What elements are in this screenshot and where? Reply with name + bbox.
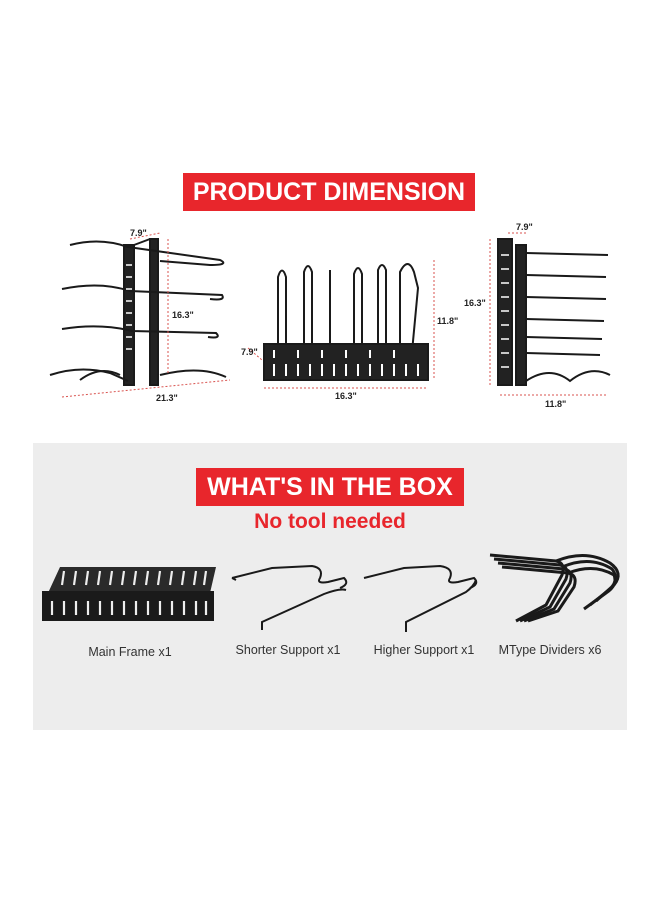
item-label-main-frame: Main Frame x1 [88, 645, 172, 659]
middle-depth-label: 7.9" [241, 347, 258, 357]
middle-width-label: 16.3" [335, 391, 357, 401]
rack-front-view-illustration [247, 260, 435, 389]
whats-in-the-box-banner: WHAT'S IN THE BOX [196, 468, 464, 506]
item-label-shorter-support: Shorter Support x1 [235, 643, 341, 657]
shorter-support-illustration [231, 564, 348, 630]
higher-support-illustration [363, 564, 478, 632]
right-height-label: 16.3" [464, 298, 486, 308]
main-frame-illustration [42, 567, 216, 621]
right-depth-label: 7.9" [516, 222, 533, 232]
right-width-label: 11.8" [545, 399, 567, 409]
left-width-label: 21.3" [156, 393, 178, 403]
middle-height-label: 11.8" [437, 316, 459, 326]
rack-left-view-illustration [49, 232, 231, 398]
product-dimension-banner: PRODUCT DIMENSION [183, 173, 475, 211]
mtype-dividers-illustration [489, 553, 620, 623]
no-tool-needed-text: No tool needed [254, 510, 406, 533]
left-depth-label: 7.9" [130, 228, 147, 238]
rack-side-view-illustration [489, 232, 611, 396]
left-height-label: 16.3" [172, 310, 194, 320]
item-label-higher-support: Higher Support x1 [373, 643, 475, 657]
item-label-mtype-dividers: MType Dividers x6 [498, 643, 602, 657]
